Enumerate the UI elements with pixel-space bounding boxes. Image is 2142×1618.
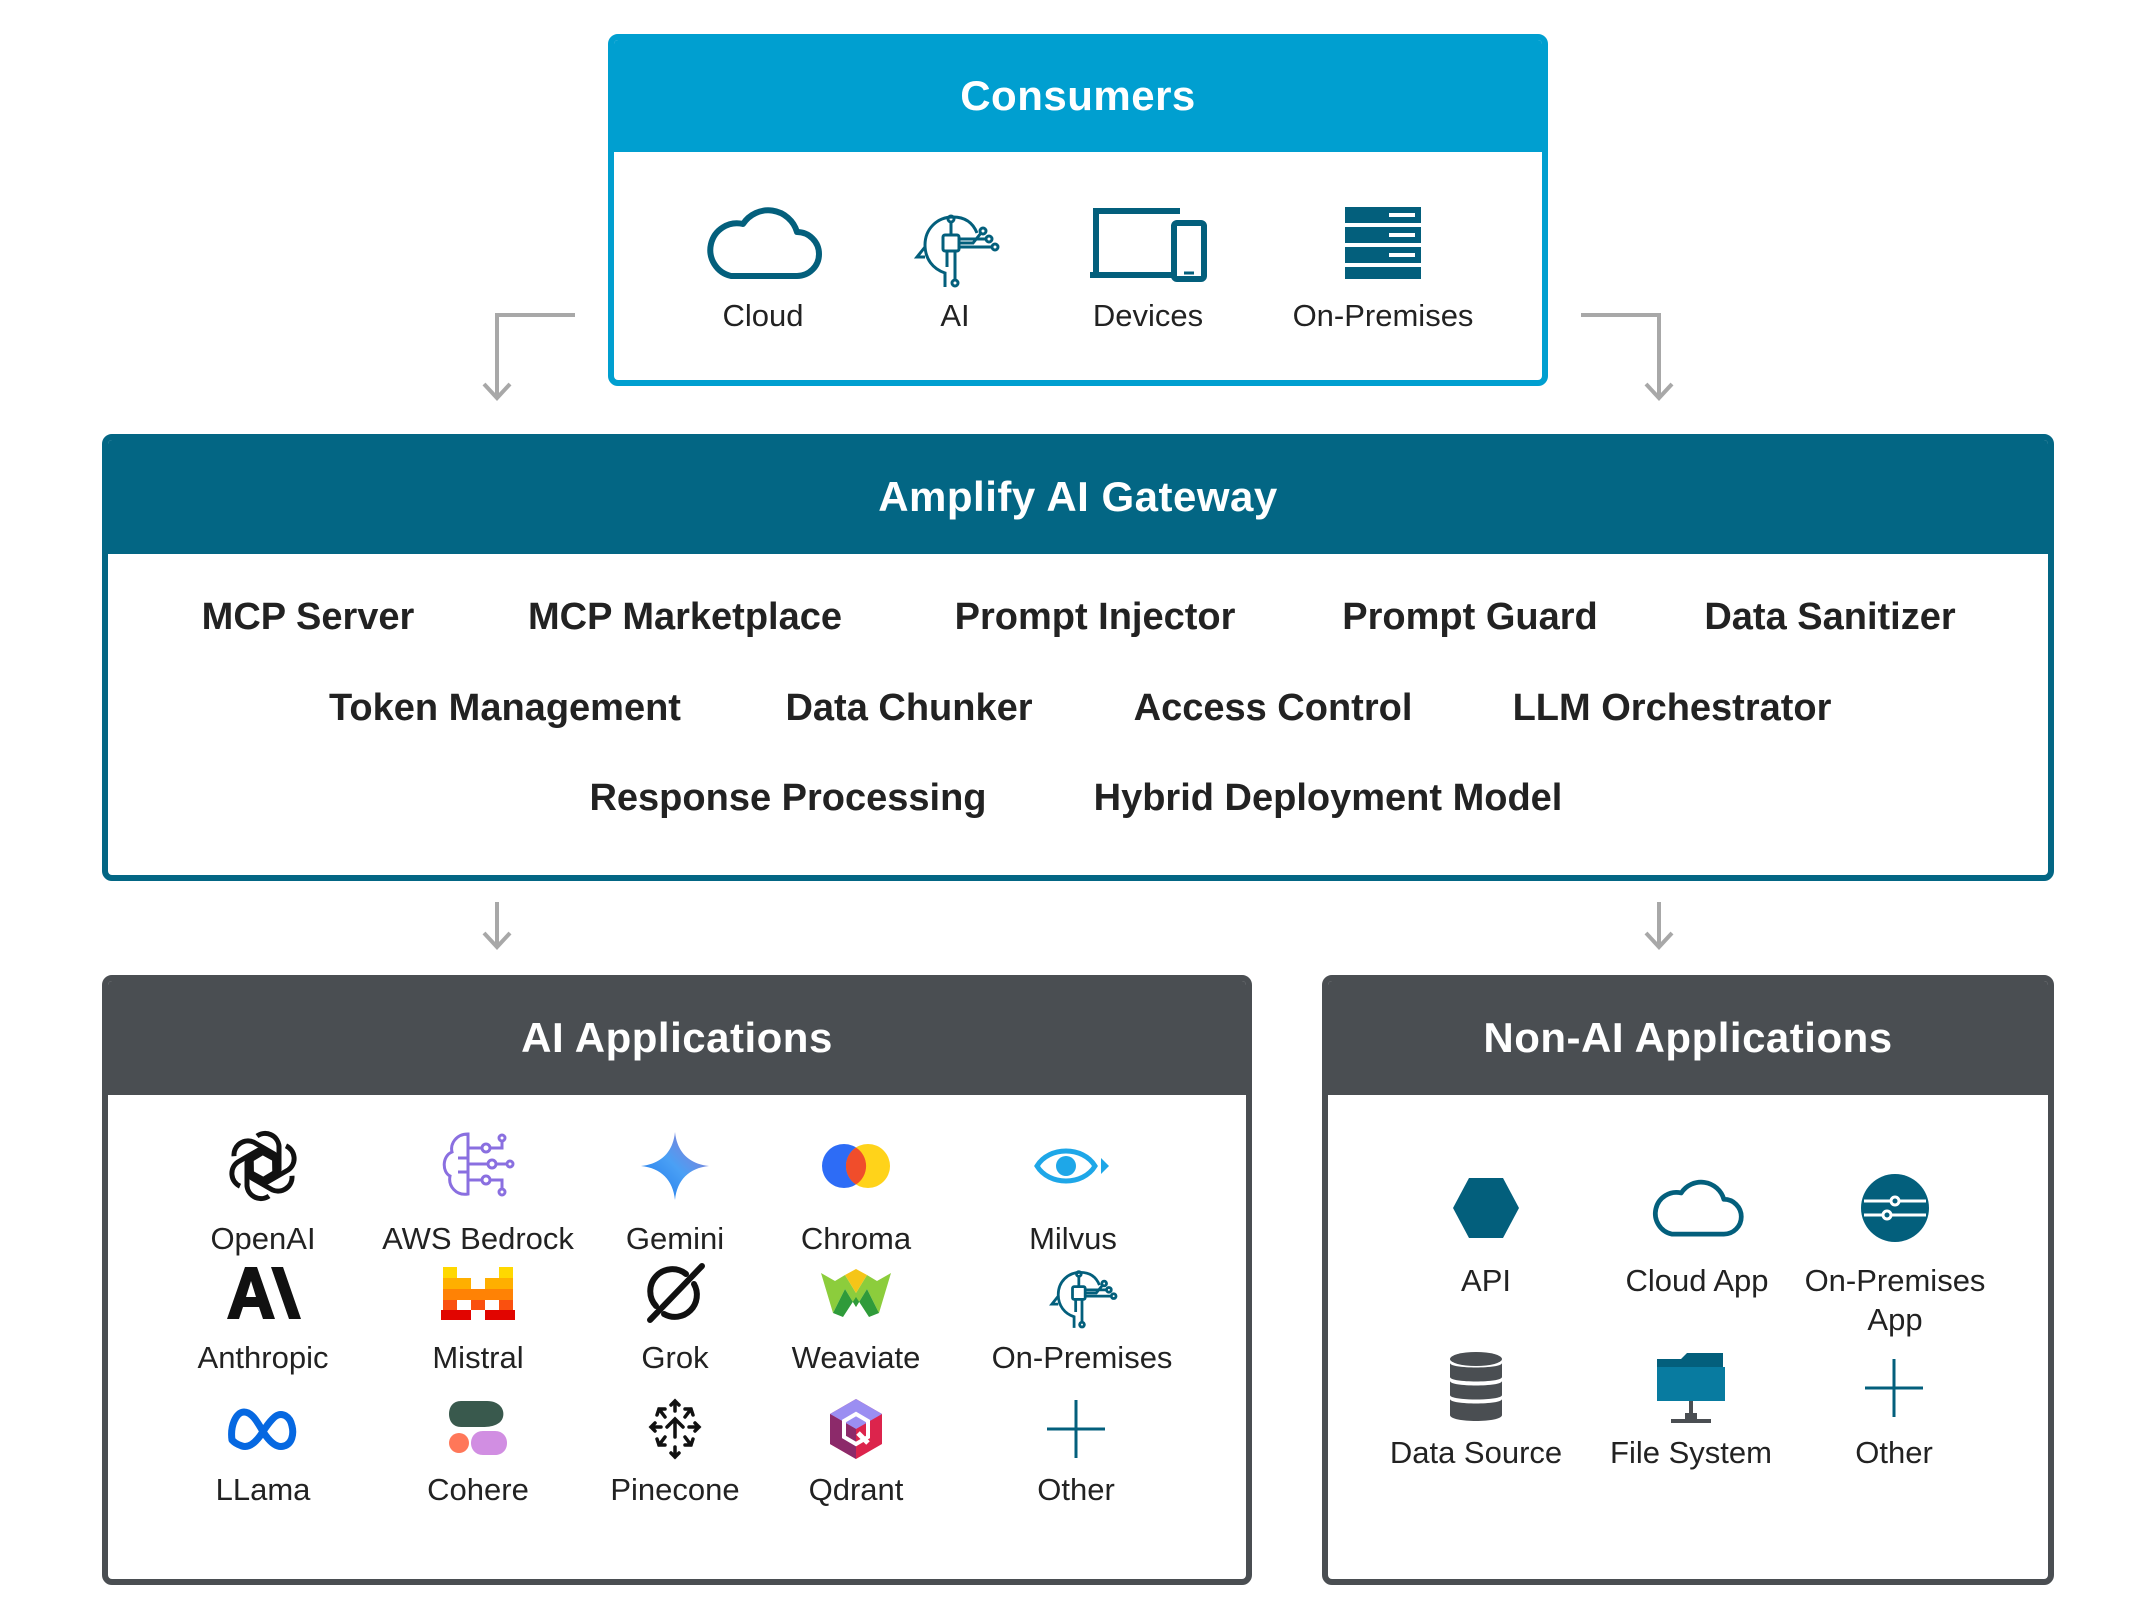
ai-head-icon [1044, 1253, 1120, 1333]
connector-arrowhead-gateway-left [482, 931, 512, 950]
consumer-ai: AI [835, 195, 1075, 336]
consumer-devices: Devices [1028, 195, 1268, 336]
ai-app-mistral: Mistral [358, 1253, 598, 1378]
ai-head-icon [907, 195, 1003, 291]
gateway-panel: Amplify AI Gateway [102, 434, 2054, 881]
non-ai-applications-title: Non-AI Applications [1328, 981, 2048, 1095]
pinecone-icon [645, 1393, 705, 1465]
on-premises-app-label-line2: App [1867, 1301, 1923, 1337]
consumer-cloud: Cloud [643, 195, 883, 336]
ai-app-on-premises: On-Premises [962, 1253, 1202, 1378]
milvus-icon [1033, 1118, 1113, 1214]
ai-app-chroma: Chroma [736, 1118, 976, 1259]
non-ai-app-other: Other [1774, 1348, 2014, 1473]
feature-token-management: Token Management [329, 687, 681, 729]
ai-app-anthropic: Anthropic [143, 1253, 383, 1378]
grok-icon [642, 1253, 708, 1333]
non-ai-app-on-premises-app: On-Premises App [1775, 1160, 2015, 1340]
non-ai-applications-panel: Non-AI Applications [1322, 975, 2054, 1585]
meta-icon [226, 1393, 300, 1465]
connector-arrowhead-consumers-left [482, 382, 512, 401]
mistral-icon [441, 1253, 515, 1333]
gemini-icon [639, 1118, 711, 1214]
feature-data-sanitizer: Data Sanitizer [1704, 596, 1956, 638]
plus-icon [1863, 1348, 1925, 1428]
consumers-title: Consumers [614, 40, 1542, 152]
connector-consumers-left [495, 313, 575, 396]
non-ai-app-file-system: File System [1571, 1348, 1811, 1473]
feature-data-chunker: Data Chunker [785, 687, 1033, 729]
non-ai-app-data-source: Data Source [1356, 1348, 1596, 1473]
anthropic-icon [225, 1253, 301, 1333]
non-ai-app-cloud-app: Cloud App [1577, 1160, 1817, 1301]
feature-prompt-guard: Prompt Guard [1342, 596, 1598, 638]
ai-app-llama: LLama [143, 1393, 383, 1510]
ai-app-pinecone: Pinecone [555, 1393, 795, 1510]
cohere-icon [447, 1393, 509, 1465]
folder-network-icon [1655, 1348, 1727, 1428]
on-premises-app-label-line1: On-Premises [1804, 1263, 1986, 1298]
feature-access-control: Access Control [1133, 687, 1413, 729]
cloud-icon [1649, 1160, 1745, 1256]
database-icon [1448, 1348, 1504, 1428]
ai-app-aws-bedrock: AWS Bedrock [358, 1118, 598, 1259]
weaviate-icon [819, 1253, 893, 1333]
cloud-icon [703, 195, 823, 291]
feature-response-processing: Response Processing [589, 777, 987, 819]
aws-bedrock-icon [438, 1118, 518, 1214]
non-ai-app-api: API [1366, 1160, 1606, 1301]
ai-app-weaviate: Weaviate [736, 1253, 976, 1378]
gateway-title: Amplify AI Gateway [108, 440, 2048, 554]
plus-icon [1045, 1393, 1107, 1465]
ai-app-milvus: Milvus [953, 1118, 1193, 1259]
consumer-on-premises: On-Premises [1263, 195, 1503, 336]
connector-arrowhead-consumers-right [1644, 382, 1674, 401]
ai-app-openai: OpenAI [143, 1118, 383, 1259]
feature-mcp-marketplace: MCP Marketplace [528, 596, 842, 638]
on-premises-app-icon [1860, 1160, 1930, 1256]
chroma-icon [820, 1118, 892, 1214]
ai-app-qdrant: Qdrant [736, 1393, 976, 1510]
devices-icon [1088, 195, 1208, 291]
ai-applications-panel: AI Applications [102, 975, 1252, 1585]
feature-llm-orchestrator: LLM Orchestrator [1512, 687, 1832, 729]
ai-app-other: Other [956, 1393, 1196, 1510]
server-rack-icon [1343, 195, 1423, 291]
feature-mcp-server: MCP Server [201, 596, 415, 638]
feature-hybrid-deployment-model: Hybrid Deployment Model [1093, 777, 1563, 819]
qdrant-icon [828, 1393, 884, 1465]
feature-prompt-injector: Prompt Injector [954, 596, 1236, 638]
connector-arrowhead-gateway-right [1644, 931, 1674, 950]
openai-icon [224, 1118, 302, 1214]
ai-app-gemini: Gemini [555, 1118, 795, 1259]
hexagon-icon [1451, 1160, 1521, 1256]
ai-applications-title: AI Applications [108, 981, 1246, 1095]
connector-consumers-right [1581, 313, 1661, 396]
ai-app-grok: Grok [555, 1253, 795, 1378]
ai-app-cohere: Cohere [358, 1393, 598, 1510]
